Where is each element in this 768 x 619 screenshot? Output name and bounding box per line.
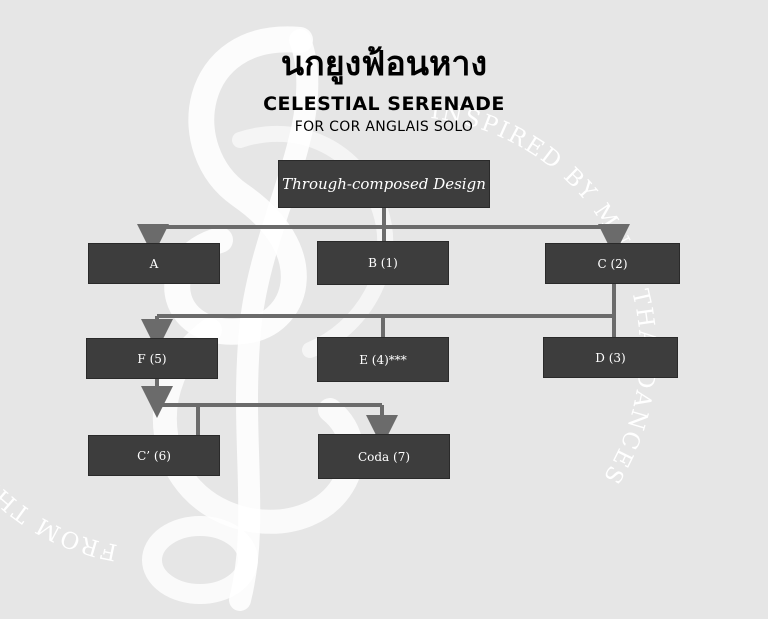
node-c: C (2) <box>545 243 680 284</box>
node-c-prime: C’ (6) <box>88 435 220 476</box>
node-coda: Coda (7) <box>318 434 450 479</box>
node-f: F (5) <box>86 338 218 379</box>
title-thai: นกยูงฟ้อนหาง <box>280 44 488 84</box>
node-e: E (4)*** <box>317 337 449 382</box>
subtitle: FOR COR ANGLAIS SOLO <box>294 119 474 135</box>
node-d: D (3) <box>543 337 678 378</box>
title-english: CELESTIAL SERENADE <box>263 93 505 115</box>
node-b: B (1) <box>317 241 449 285</box>
node-root: Through-composed Design <box>278 160 490 208</box>
node-a: A <box>88 243 220 284</box>
